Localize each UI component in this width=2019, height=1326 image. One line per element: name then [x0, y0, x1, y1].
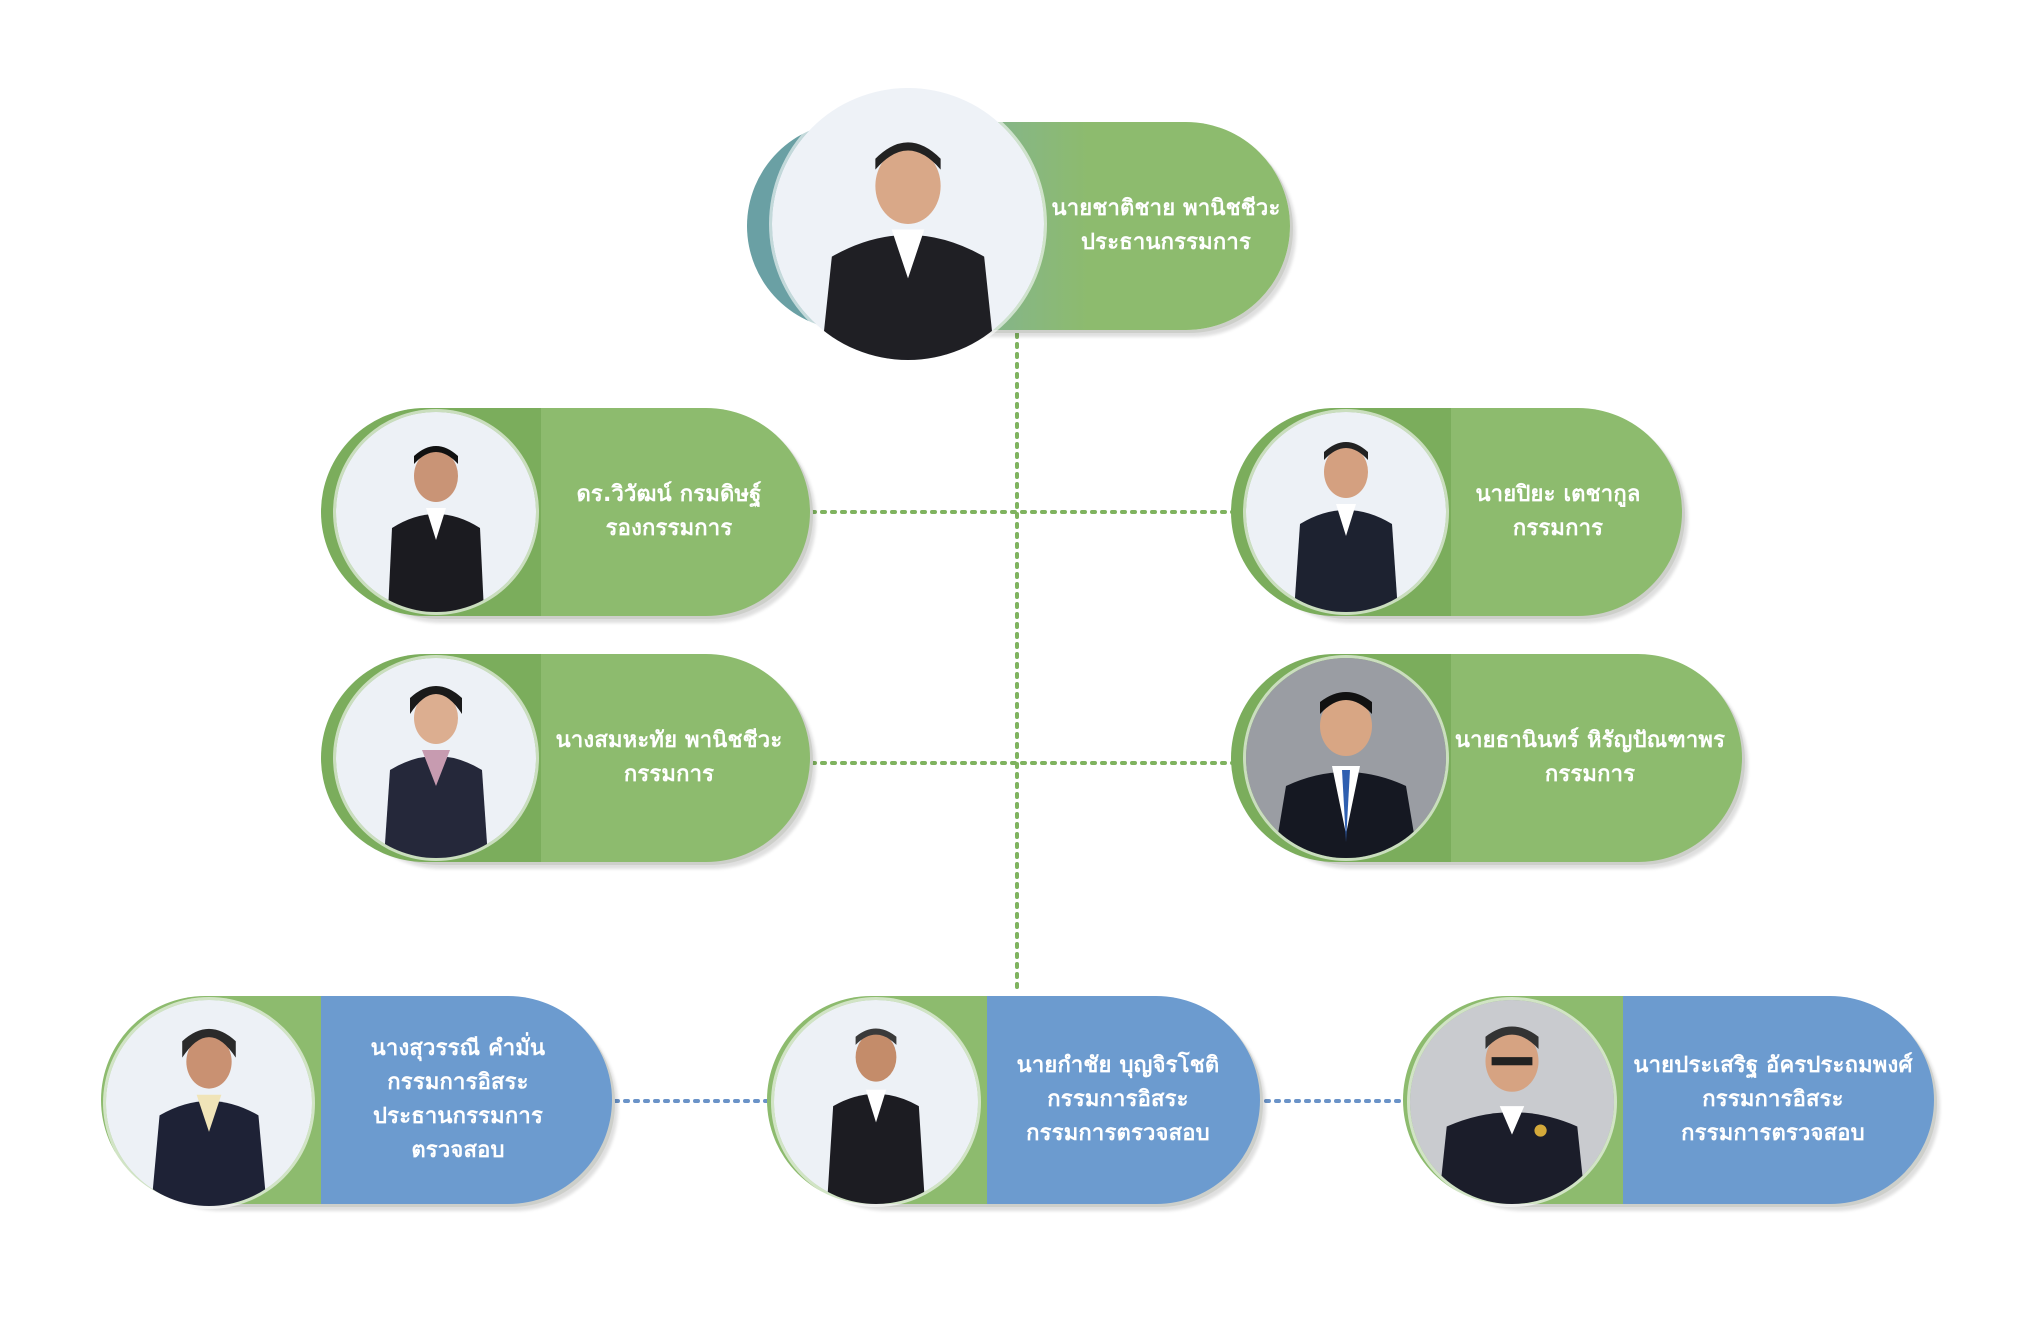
portrait-icon [106, 1000, 312, 1206]
member-name: นายประเสริฐ อัครประถมพงศ์ [1633, 1053, 1913, 1078]
member-title: ประธานกรรมการ [373, 1104, 543, 1129]
member-card-somhatai: นางสมหะทัย พานิชชีวะ กรรมการ [321, 654, 810, 862]
member-title: ตรวจสอบ [411, 1138, 505, 1163]
portrait-icon [1246, 658, 1446, 858]
member-name: นางสมหะทัย พานิชชีวะ [555, 728, 783, 753]
member-title: กรรมการอิสระ [1047, 1087, 1189, 1112]
member-name: นายธานินทร์ หิรัญปัณฑาพร [1454, 728, 1726, 753]
member-card-suwannee: นางสุวรรณี คำมั่น กรรมการอิสระ ประธานกรร… [101, 996, 612, 1206]
member-title: กรรมการอิสระ [1702, 1087, 1844, 1112]
member-title: กรรมการตรวจสอบ [1026, 1121, 1210, 1146]
member-card-piya: นายปิยะ เตชากูล กรรมการ [1231, 408, 1682, 616]
member-title: รองกรรมการ [605, 516, 733, 541]
member-title: กรรมการ [1512, 516, 1604, 541]
member-card-thanin: นายธานินทร์ หิรัญปัณฑาพร กรรมการ [1231, 654, 1742, 862]
member-title: กรรมการ [1544, 762, 1636, 787]
member-name: นางสุวรรณี คำมั่น [370, 1036, 546, 1061]
member-title: กรรมการอิสระ [387, 1070, 529, 1095]
member-info: ดร.วิวัฒน์ กรมดิษฐ์ รองกรรมการ [538, 408, 800, 616]
member-name: ดร.วิวัฒน์ กรมดิษฐ์ [576, 482, 762, 507]
member-title: กรรมการ [623, 762, 715, 787]
portrait-icon [774, 1000, 978, 1204]
member-info: นายธานินทร์ หิรัญปัณฑาพร กรรมการ [1448, 654, 1732, 862]
member-info: นายประเสริฐ อัครประถมพงศ์ กรรมการอิสระ ก… [1622, 996, 1924, 1204]
member-name: นายปิยะ เตชากูล [1475, 482, 1641, 507]
portrait-icon [1246, 412, 1446, 612]
member-card-kamchai: นายกำชัย บุญจิรโชติ กรรมการอิสระ กรรมการ… [767, 996, 1260, 1204]
portrait-icon [336, 658, 536, 858]
member-title: ประธานกรรมการ [1081, 230, 1251, 255]
member-name: นายกำชัย บุญจิรโชติ [1016, 1053, 1220, 1078]
member-info: นายปิยะ เตชากูล กรรมการ [1448, 408, 1668, 616]
member-name: นายชาติชาย พานิชชีวะ [1051, 196, 1281, 221]
member-title: กรรมการตรวจสอบ [1681, 1121, 1865, 1146]
member-card-vice-chairman: ดร.วิวัฒน์ กรมดิษฐ์ รองกรรมการ [321, 408, 810, 616]
member-card-chairman: นายชาติชาย พานิชชีวะ ประธานกรรมการ [747, 88, 1290, 360]
portrait-icon [336, 412, 536, 612]
member-info: นางสมหะทัย พานิชชีวะ กรรมการ [538, 654, 800, 862]
member-info: นายชาติชาย พานิชชีวะ ประธานกรรมการ [1048, 122, 1284, 330]
portrait-icon [772, 88, 1044, 360]
member-info: นางสุวรรณี คำมั่น กรรมการอิสระ ประธานกรร… [318, 996, 598, 1204]
member-card-prasert: นายประเสริฐ อัครประถมพงศ์ กรรมการอิสระ ก… [1403, 996, 1934, 1204]
member-info: นายกำชัย บุญจิรโชติ กรรมการอิสระ กรรมการ… [986, 996, 1250, 1204]
portrait-icon [1410, 1000, 1614, 1204]
